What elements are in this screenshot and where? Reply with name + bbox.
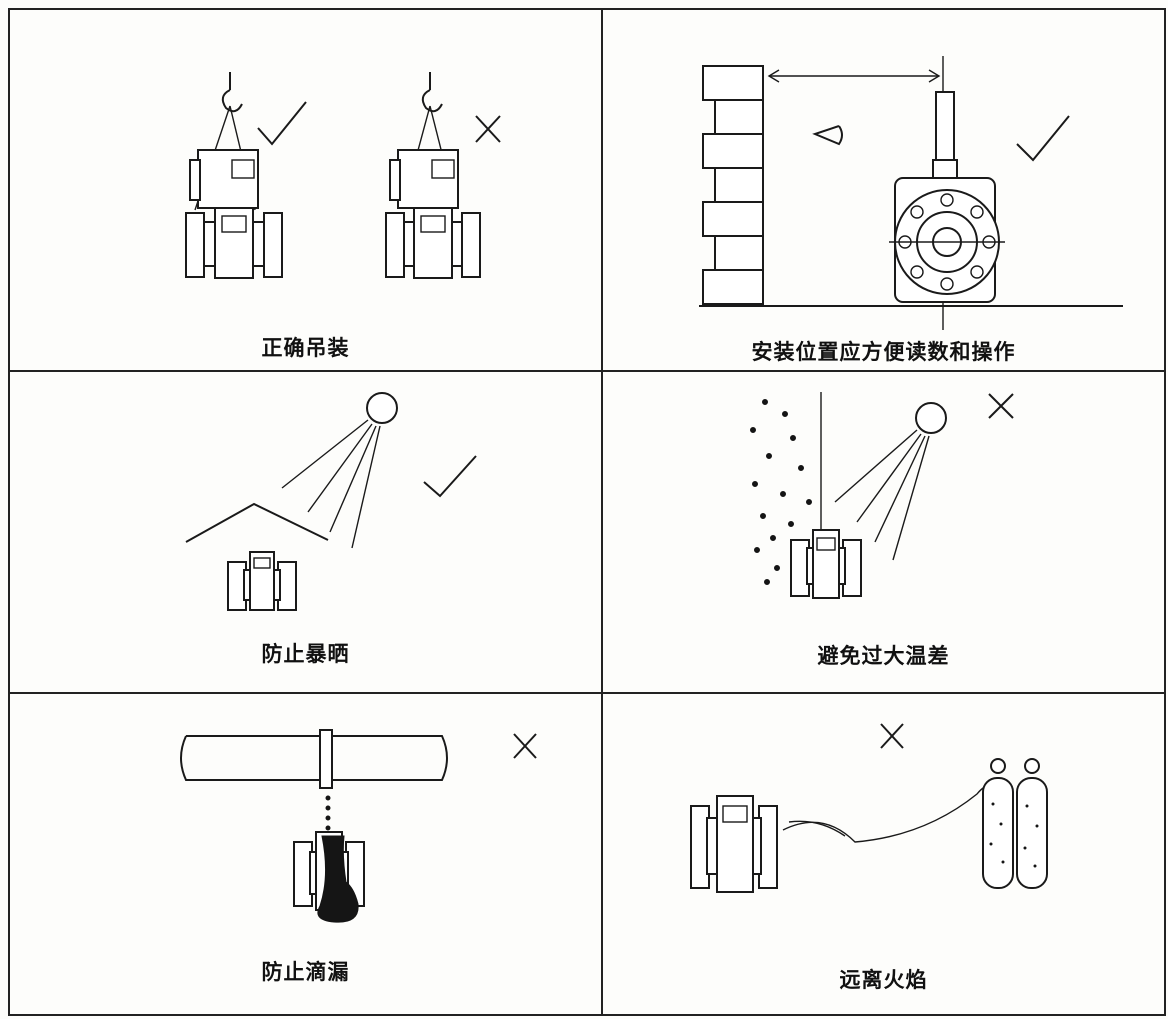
pipe bbox=[180, 729, 448, 789]
check-mark-icon bbox=[1016, 115, 1070, 162]
panel-prevent-dripping-illustration bbox=[180, 729, 537, 923]
panel-keep-away-from-flames-illustration bbox=[690, 723, 1048, 893]
flowmeter-icon bbox=[227, 551, 297, 611]
panel-caption: 正确吊装 bbox=[261, 336, 350, 360]
drip-trail bbox=[325, 795, 331, 831]
sun-shade bbox=[185, 502, 329, 543]
check-mark-icon bbox=[257, 101, 307, 146]
panel-keep-away-from-flames: 远离火焰 bbox=[603, 694, 1164, 1014]
cross-mark-icon bbox=[988, 393, 1014, 419]
check-mark-icon bbox=[423, 455, 477, 498]
gas-cylinder-icon bbox=[1016, 758, 1048, 889]
brick-wall bbox=[699, 65, 1123, 307]
panel-avoid-temperature-difference-illustration bbox=[750, 392, 1014, 599]
crane-hook-icon bbox=[221, 72, 243, 113]
flowmeter-icon bbox=[690, 795, 778, 893]
gas-cylinder-icon bbox=[982, 758, 1014, 889]
cross-mark-icon bbox=[880, 723, 904, 749]
flowmeter-icon bbox=[185, 149, 283, 279]
cross-mark-icon bbox=[475, 115, 501, 143]
flowmeter-icon bbox=[293, 831, 365, 923]
panel-prevent-sun-exposure: 防止暴晒 bbox=[10, 372, 603, 694]
panel-avoid-temperature-difference: 避免过大温差 bbox=[603, 372, 1164, 694]
flowmeter-icon bbox=[889, 91, 1005, 303]
sun-rays bbox=[281, 419, 381, 549]
flame-hose bbox=[782, 781, 998, 843]
instruction-grid: 正确吊装 bbox=[8, 8, 1166, 1016]
panel-caption: 防止暴晒 bbox=[261, 642, 350, 666]
flowmeter-icon bbox=[790, 529, 862, 599]
panel-caption: 远离火焰 bbox=[839, 968, 928, 992]
crane-hook-icon bbox=[421, 72, 443, 113]
sun-rays bbox=[834, 429, 930, 561]
cross-mark-icon bbox=[513, 733, 537, 759]
panel-installation-position: 安装位置应方便读数和操作 bbox=[603, 10, 1164, 372]
panel-correct-lifting-illustration bbox=[185, 72, 501, 279]
panel-prevent-sun-exposure-illustration bbox=[185, 392, 477, 611]
sun-icon bbox=[366, 392, 398, 424]
panel-caption: 防止滴漏 bbox=[261, 960, 350, 984]
panel-prevent-dripping: 防止滴漏 bbox=[10, 694, 603, 1014]
flowmeter-icon bbox=[385, 149, 481, 279]
panel-installation-position-illustration bbox=[699, 56, 1123, 330]
panel-correct-lifting: 正确吊装 bbox=[10, 10, 603, 372]
panel-caption: 避免过大温差 bbox=[817, 644, 950, 668]
panel-caption: 安装位置应方便读数和操作 bbox=[751, 340, 1016, 364]
eye-icon bbox=[812, 125, 843, 146]
sun-icon bbox=[915, 402, 947, 434]
